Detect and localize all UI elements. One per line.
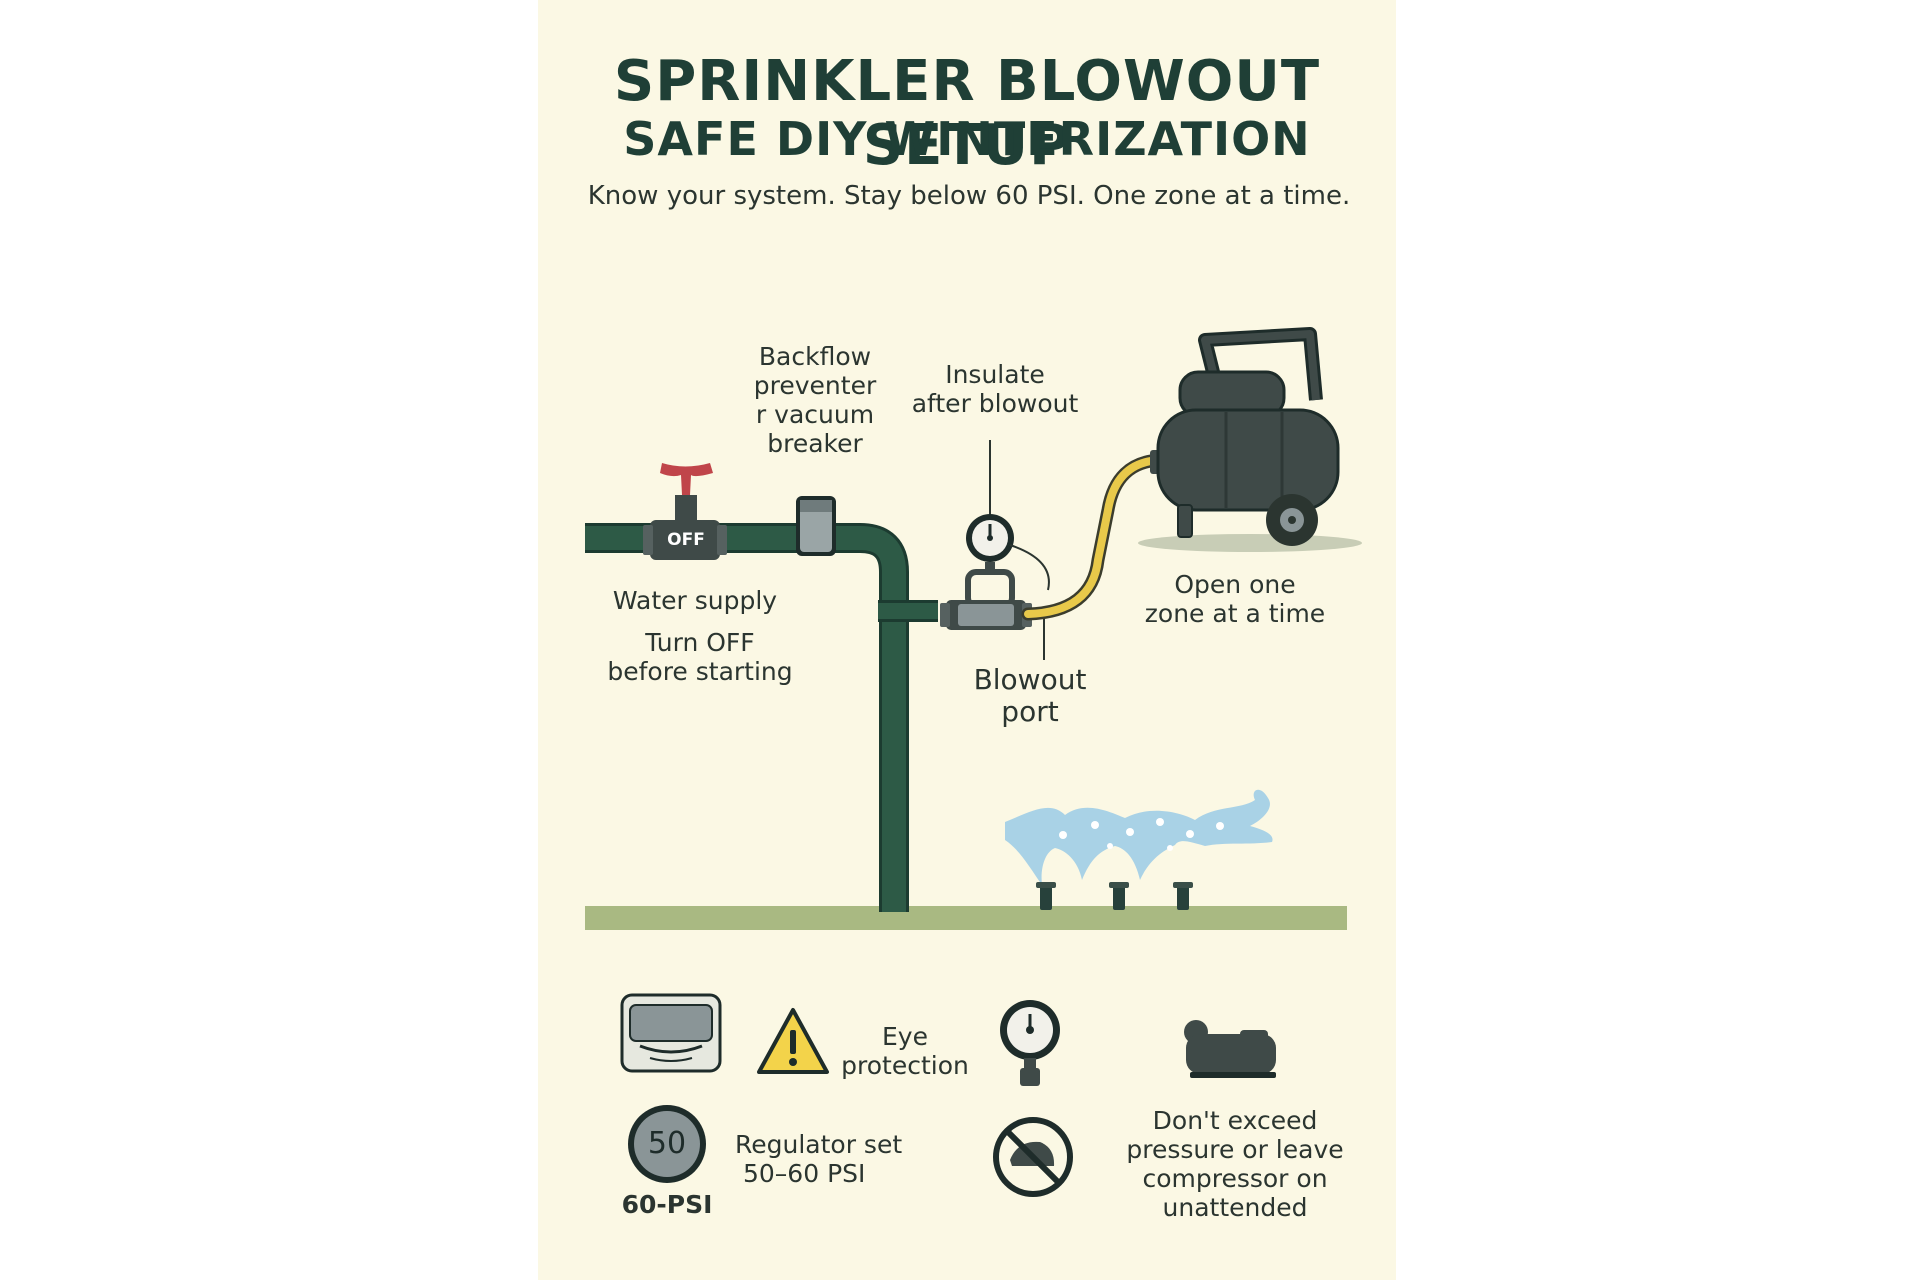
- warning-triangle-icon: [757, 1008, 829, 1074]
- sprinkler-head-icon: [1173, 882, 1193, 910]
- water-supply-label: Water supply: [612, 586, 778, 615]
- sprinkler-head-icon: [1109, 882, 1129, 910]
- backflow-label: Backflow preventer r vacuum breaker: [753, 342, 877, 458]
- page-subtitle: SAFE DIY WINTERIZATION: [623, 112, 1311, 166]
- air-compressor-icon: [1138, 327, 1362, 552]
- pressure-gauge-icon: [1000, 1000, 1060, 1086]
- safety-goggles-icon: [620, 993, 722, 1073]
- pressure-gauge-icon: [966, 440, 1050, 591]
- regulator-value: 50: [647, 1126, 687, 1161]
- valve-off-tag: OFF: [667, 530, 705, 550]
- backflow-preventer-icon: [796, 496, 836, 556]
- sprinkler-head-icon: [1036, 882, 1056, 910]
- compressor-small-icon: [1184, 1020, 1276, 1078]
- main-pipe: [585, 523, 938, 912]
- regulator-caption: 60-PSI: [621, 1190, 713, 1219]
- no-unattended-icon: [993, 1117, 1073, 1197]
- tagline: Know your system. Stay below 60 PSI. One…: [587, 181, 1351, 211]
- eye-protection-label: Eye protection: [841, 1022, 969, 1080]
- water-spray-icon: [1005, 789, 1273, 885]
- regulator-label: Regulator set 50–60 PSI: [735, 1130, 903, 1188]
- open-zone-label: Open one zone at a time: [1144, 570, 1326, 628]
- blowout-port-icon: [940, 569, 1045, 660]
- insulate-label: Insulate after blowout: [911, 360, 1079, 418]
- blowout-port-label: Blowout port: [973, 663, 1087, 728]
- regulator-dial-icon: [628, 1105, 706, 1183]
- ground-strip: [585, 906, 1347, 930]
- warning-label: Don't exceed pressure or leave compresso…: [1126, 1106, 1344, 1222]
- valve-icon: [643, 463, 727, 560]
- page-title: SPRINKLER BLOWOUT SETUP: [613, 49, 1321, 178]
- turn-off-label: Turn OFF before starting: [607, 628, 793, 686]
